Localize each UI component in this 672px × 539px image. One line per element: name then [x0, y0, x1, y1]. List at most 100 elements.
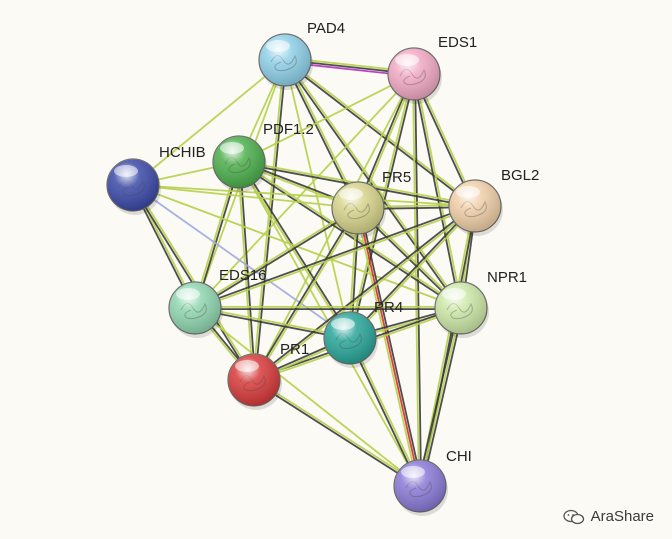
node-label: BGL2 — [501, 167, 539, 184]
edge-EDS1-EDS16 — [194, 73, 415, 309]
node-bgl2[interactable]: BGL2 — [448, 167, 539, 236]
node-label: PAD4 — [307, 20, 345, 37]
node-label: EDS16 — [219, 267, 267, 284]
edge-line — [239, 160, 463, 308]
node-label: PR1 — [280, 341, 309, 358]
edge-line — [252, 206, 358, 380]
edge-line — [253, 73, 415, 381]
edge-PR1-CHI — [252, 378, 422, 488]
edge-line — [194, 204, 475, 308]
node-highlight — [395, 54, 419, 66]
edge-line — [237, 162, 254, 381]
node-label: EDS1 — [438, 34, 477, 51]
edge-line — [194, 307, 421, 487]
edge-line — [285, 58, 463, 308]
edge-line — [419, 307, 462, 487]
edge-line — [283, 60, 461, 310]
edge-HCHIB-PR4 — [132, 184, 351, 339]
node-label: PR4 — [374, 299, 403, 316]
node-pr1[interactable]: PR1 — [227, 341, 309, 410]
node-eds16[interactable]: EDS16 — [168, 267, 267, 338]
node-hchib[interactable]: HCHIB — [106, 144, 206, 215]
edge-line — [414, 73, 422, 486]
edge-line — [254, 206, 477, 382]
edge-EDS16-NPR1 — [195, 305, 461, 311]
edge-line — [254, 208, 360, 382]
edge-line — [254, 378, 422, 486]
edge-line — [285, 58, 477, 206]
node-highlight — [220, 142, 244, 154]
edge-line — [194, 73, 415, 309]
node-pr4[interactable]: PR4 — [323, 299, 403, 368]
edge-line — [350, 337, 422, 486]
edge-line — [348, 204, 475, 338]
edge-line — [359, 207, 424, 486]
edge-line — [239, 160, 352, 338]
edge-PDF1.2-PR1 — [237, 161, 256, 381]
edge-PR5-CHI — [354, 207, 424, 487]
node-highlight — [331, 318, 355, 330]
edge-line — [416, 307, 460, 486]
edge-line — [238, 73, 415, 163]
edge-line — [252, 59, 285, 380]
edge-line — [132, 59, 286, 186]
edge-line — [195, 208, 360, 310]
edge-EDS1-PDF1.2 — [238, 73, 415, 163]
edge-line — [414, 73, 463, 308]
node-label: HCHIB — [159, 144, 206, 161]
edge-PR4-CHI — [348, 337, 422, 487]
node-chi[interactable]: CHI — [393, 448, 472, 516]
node-label: NPR1 — [487, 269, 527, 286]
node-highlight — [442, 288, 466, 300]
watermark-text: AraShare — [590, 508, 654, 525]
node-pad4[interactable]: PAD4 — [258, 20, 345, 90]
node-label: PDF1.2 — [263, 121, 314, 138]
edge-line — [283, 60, 475, 208]
edge-HCHIB-BGL2 — [132, 184, 476, 207]
node-pr5[interactable]: PR5 — [331, 169, 411, 238]
edge-line — [252, 204, 475, 380]
edge-PAD4-HCHIB — [132, 59, 286, 186]
edge-line — [195, 206, 476, 310]
watermark: AraShare — [562, 508, 654, 525]
edge-line — [252, 380, 420, 488]
node-highlight — [456, 186, 480, 198]
edge-EDS16-CHI — [194, 307, 421, 487]
edge-BGL2-EDS16 — [194, 204, 476, 310]
edge-line — [132, 184, 351, 339]
node-pdf1-2[interactable]: PDF1.2 — [212, 121, 314, 192]
edge-PAD4-BGL2 — [283, 58, 477, 208]
edge-BGL2-PR1 — [252, 204, 477, 382]
edge-PAD4-NPR1 — [283, 58, 463, 310]
node-highlight — [176, 288, 200, 300]
node-highlight — [235, 360, 259, 372]
node-label: PR5 — [382, 169, 411, 186]
edge-PR5-PR1 — [252, 206, 360, 382]
edge-HCHIB-PR5 — [132, 184, 359, 209]
node-highlight — [114, 165, 138, 177]
wechat-icon — [562, 509, 584, 524]
edge-line — [350, 206, 477, 340]
edge-PDF1.2-NPR1 — [237, 160, 463, 310]
edge-line — [284, 59, 351, 339]
edge-NPR1-CHI — [416, 307, 465, 487]
edge-PR5-EDS16 — [193, 206, 360, 310]
node-npr1[interactable]: NPR1 — [434, 269, 527, 338]
node-label: CHI — [446, 448, 472, 465]
edge-line — [283, 60, 358, 209]
edge-EDS1-NPR1 — [412, 73, 463, 309]
edge-line — [357, 207, 421, 487]
node-highlight — [339, 188, 363, 200]
node-eds1[interactable]: EDS1 — [387, 34, 477, 104]
edge-BGL2-PR4 — [348, 204, 477, 340]
edge-line — [193, 206, 358, 308]
edge-line — [348, 338, 420, 487]
edge-line — [132, 184, 476, 207]
edge-line — [239, 161, 256, 380]
edge-PAD4-PR4 — [284, 59, 351, 339]
edge-line — [132, 184, 359, 209]
node-highlight — [401, 466, 425, 478]
